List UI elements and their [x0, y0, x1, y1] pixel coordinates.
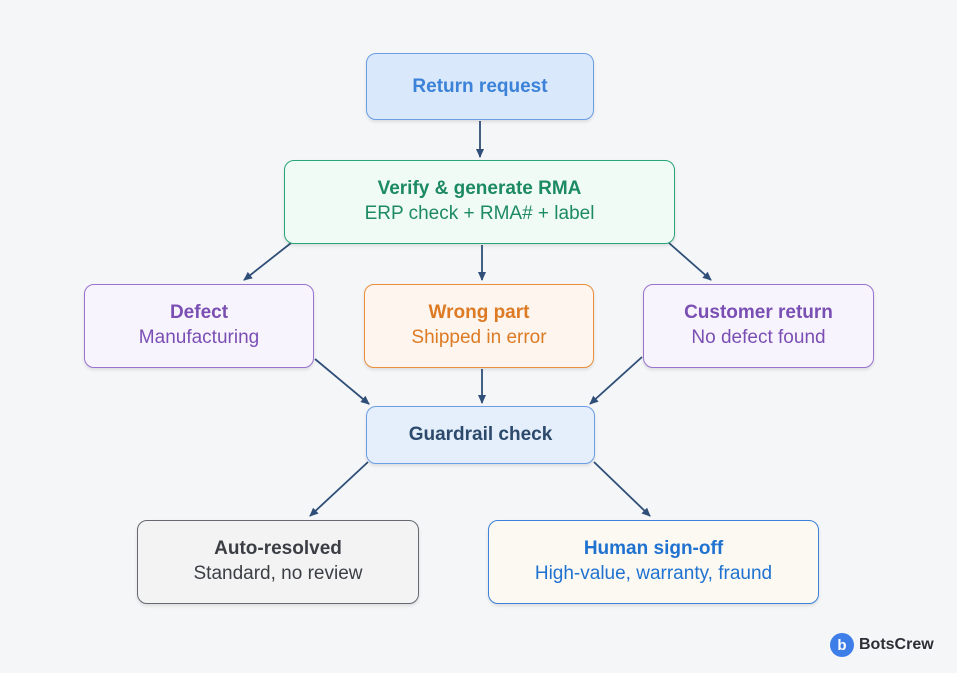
- arrow-verify-to-defect: [243, 242, 292, 281]
- arrow-verify-to-customer-return: [668, 242, 712, 281]
- node-title: Guardrail check: [408, 424, 553, 445]
- node-title: Return request: [412, 75, 548, 97]
- botscrew-logo-icon: b: [830, 633, 854, 657]
- node-customer-return: Customer return No defect found: [643, 284, 874, 368]
- node-title: Human sign-off: [583, 538, 724, 559]
- node-defect: Defect Manufacturing: [84, 284, 314, 368]
- node-subtitle: ERP check + RMA# + label: [364, 203, 595, 224]
- node-return-request: Return request: [366, 53, 594, 120]
- brand-name: BotsCrew: [859, 636, 934, 653]
- node-title: Wrong part: [428, 302, 530, 323]
- arrow-customer-return-to-guardrail: [589, 356, 643, 405]
- node-verify-generate-rma: Verify & generate RMA ERP check + RMA# +…: [284, 160, 675, 244]
- node-subtitle: No defect found: [691, 327, 826, 348]
- node-guardrail-check: Guardrail check: [366, 406, 595, 464]
- node-title: Verify & generate RMA: [377, 178, 582, 199]
- node-title: Auto-resolved: [214, 538, 342, 559]
- node-human-signoff: Human sign-off High-value, warranty, fra…: [488, 520, 819, 604]
- brand-logo: b BotsCrew: [830, 633, 934, 657]
- node-title: Defect: [169, 302, 229, 323]
- arrow-guardrail-to-human-signoff: [593, 461, 651, 517]
- node-title: Customer return: [684, 302, 833, 323]
- node-subtitle: Shipped in error: [411, 327, 547, 348]
- arrow-guardrail-to-auto-resolved: [309, 461, 369, 517]
- node-auto-resolved: Auto-resolved Standard, no review: [137, 520, 419, 604]
- node-subtitle: Standard, no review: [193, 563, 363, 584]
- arrow-defect-to-guardrail: [314, 358, 370, 405]
- node-wrong-part: Wrong part Shipped in error: [364, 284, 594, 368]
- node-subtitle: Manufacturing: [138, 327, 260, 348]
- node-subtitle: High-value, warranty, fraund: [534, 563, 773, 584]
